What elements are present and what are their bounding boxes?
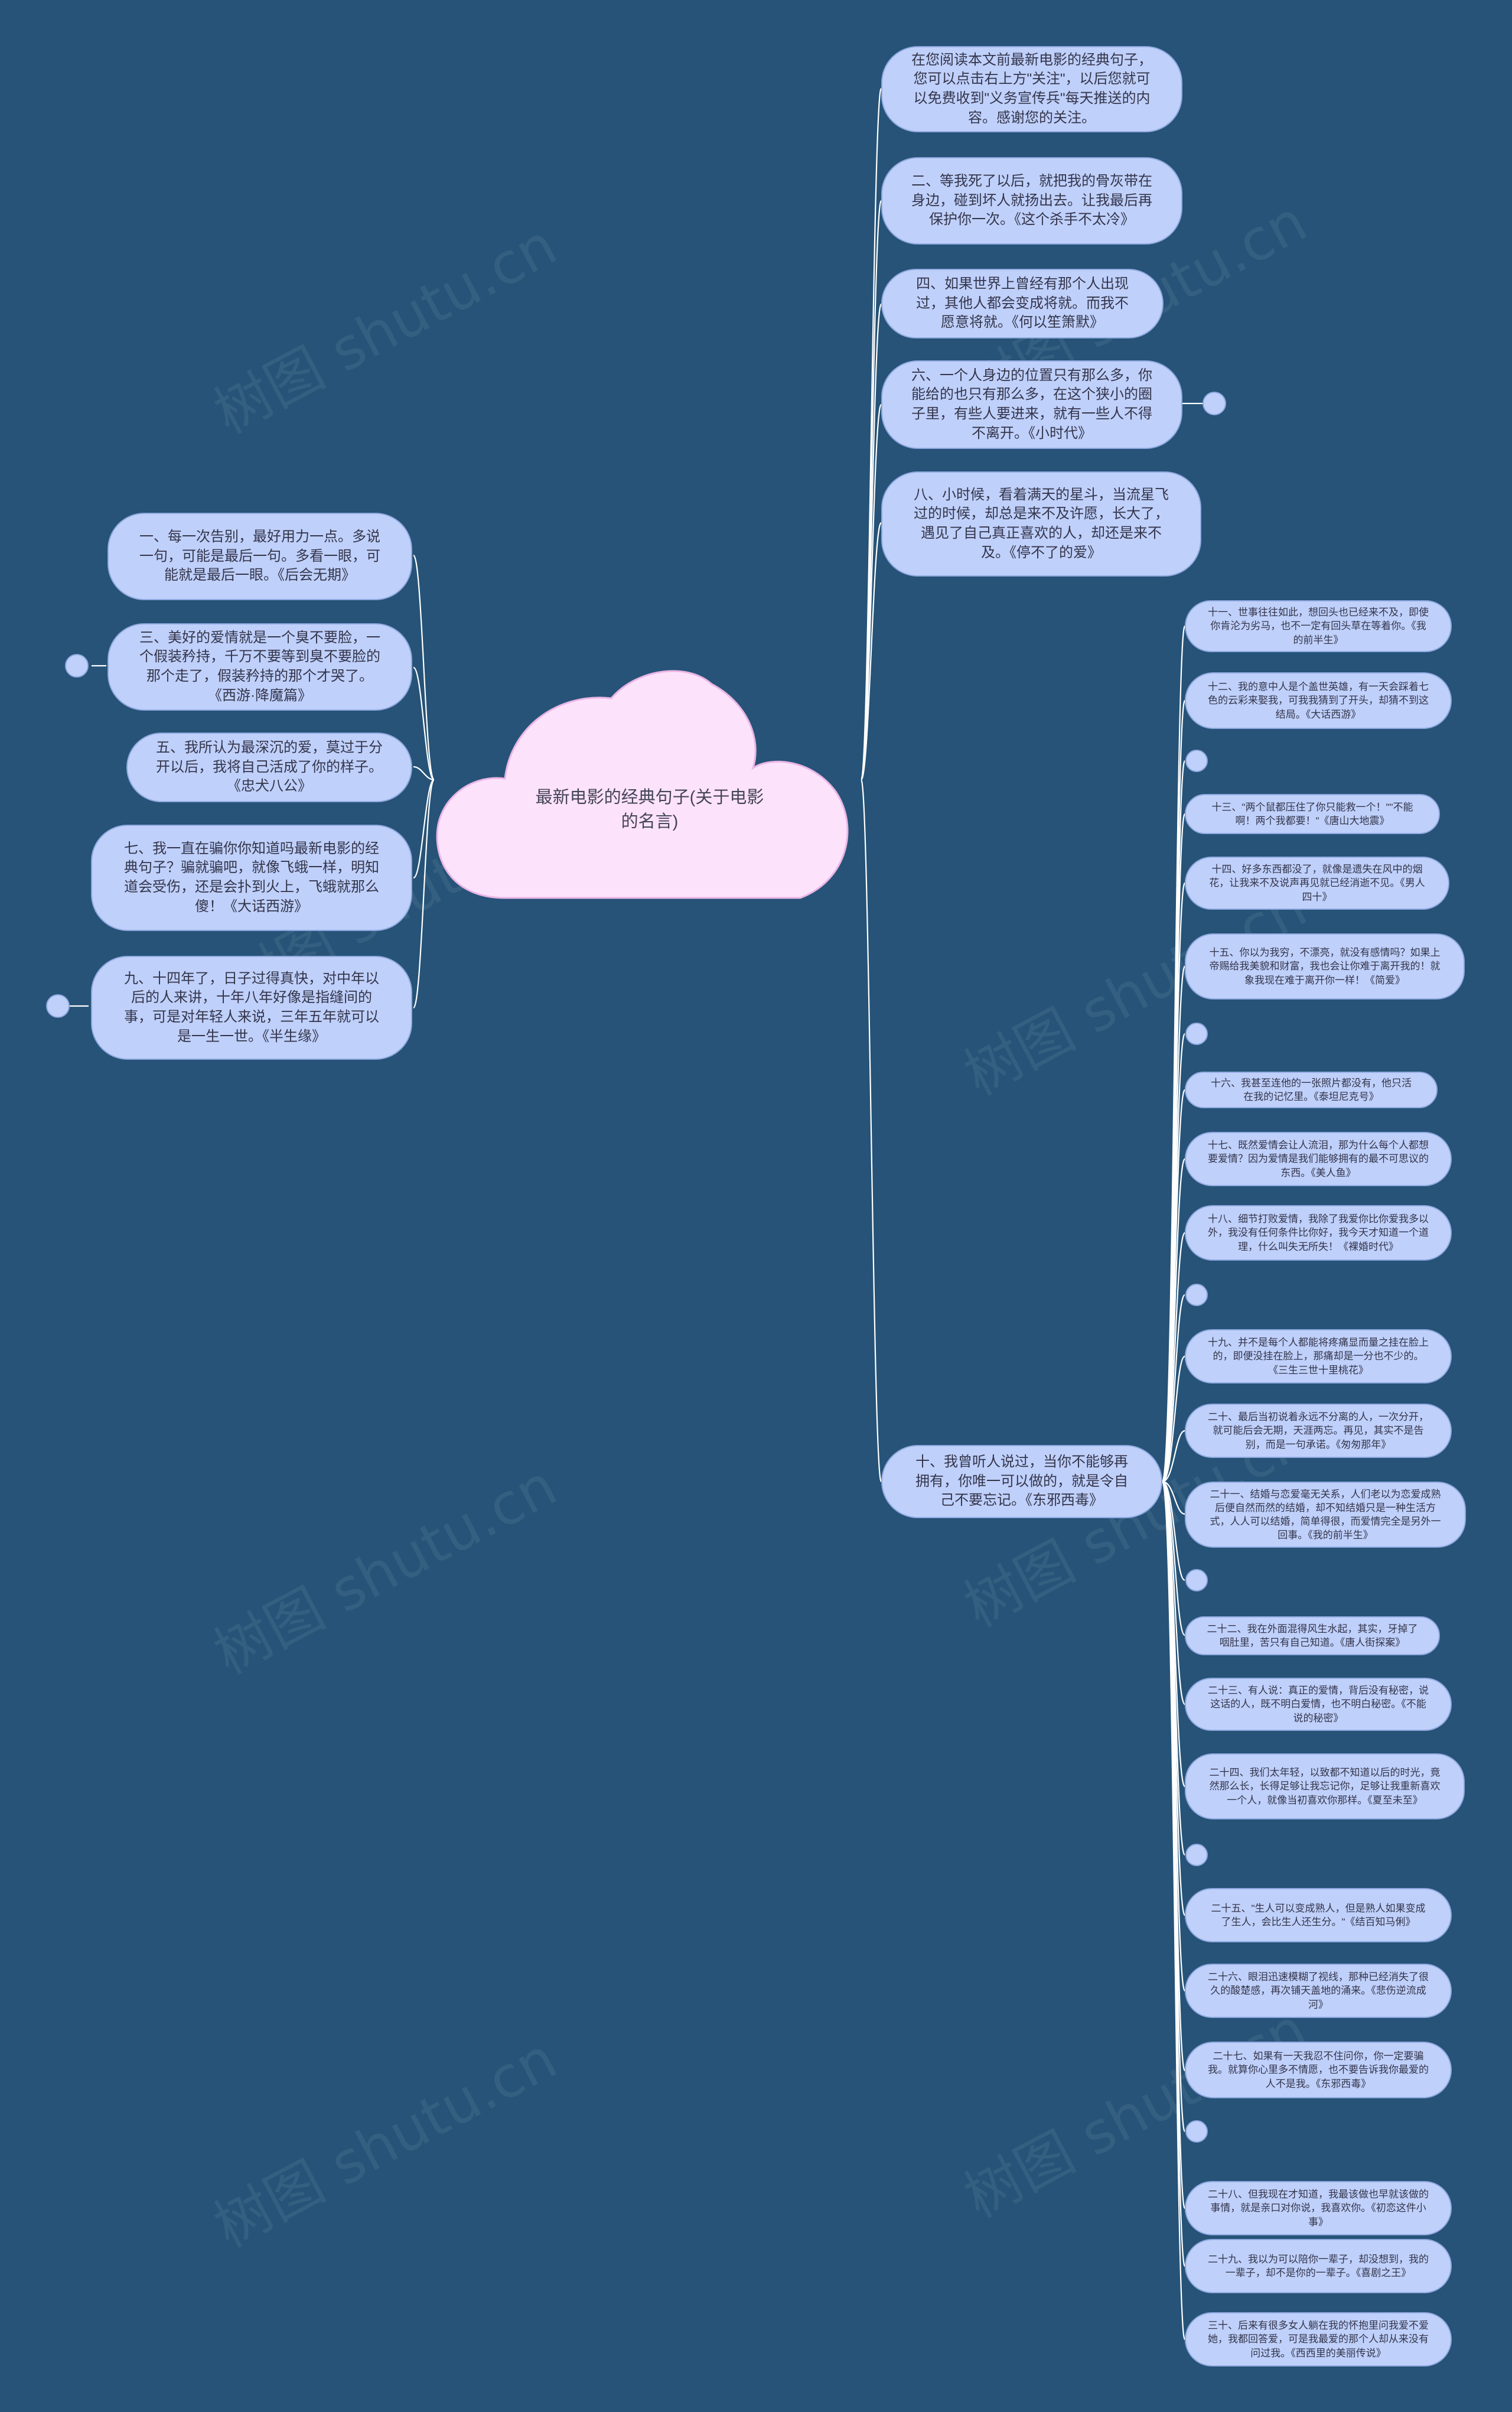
node-text: 十一、世事往往如此，想回头也已经来不及，即使你肯沦为劣马，也不一定有回头草在等着… bbox=[1208, 607, 1429, 646]
node-text: 八、小时候，看着满天的星斗，当流星飞过的时候，却总是来不及许愿，长大了，遇见了自… bbox=[914, 486, 1169, 561]
right-node-6-collapse-dot[interactable] bbox=[1203, 392, 1226, 415]
node-text: 二十七、如果有一天我忍不住问你，你一定要骗我。就算你心里多不情愿，也不要告诉我你… bbox=[1208, 2050, 1429, 2089]
sub-node-22[interactable]: 二十二、我在外面混得风生水起，其实，牙掉了咽肚里，苦只有自己知道。《唐人街探案》 bbox=[1185, 1616, 1440, 1655]
sub-node-21[interactable]: 二十一、结婚与恋爱毫无关系，人们老以为恋爱成熟后便自然而然的结婚，却不知结婚只是… bbox=[1185, 1482, 1466, 1548]
node-text: 五、我所认为最深沉的爱，莫过于分开以后，我将自己活成了你的样子。《忠犬八公》 bbox=[156, 740, 383, 795]
sub-node-23[interactable]: 二十三、有人说：真正的爱情，背后没有秘密，说这话的人，既不明白爱情，也不明白秘密… bbox=[1185, 1678, 1452, 1731]
node-text: 二十五、"生人可以变成熟人，但是熟人如果变成了生人，会比生人还生分。"《结百知马… bbox=[1211, 1902, 1426, 1928]
sub-node-18[interactable]: 十八、细节打败爱情，我除了我爱你比你爱我多以外，我没有任何条件比你好，我今天才知… bbox=[1185, 1205, 1452, 1261]
node-text: 三十、后来有很多女人躺在我的怀抱里问我爱不爱她，我都回答爱，可是我最爱的那个人却… bbox=[1208, 2320, 1429, 2359]
right-node-10-branch[interactable]: 十、我曾听人说过，当你不能够再拥有，你唯一可以做的，就是令自己不要忘记。《东邪西… bbox=[881, 1445, 1162, 1518]
left-node-3-collapse-dot[interactable] bbox=[65, 654, 89, 678]
collapse-dot[interactable] bbox=[1185, 750, 1208, 772]
collapse-dot[interactable] bbox=[1185, 1844, 1208, 1866]
sub-node-13[interactable]: 十三、"两个鼠都压住了你只能救一个！""不能啊！两个我都要！"《唐山大地震》 bbox=[1185, 794, 1440, 834]
sub-node-24[interactable]: 二十四、我们太年轻，以致都不知道以后的时光，竟然那么长，长得足够让我忘记你，足够… bbox=[1185, 1753, 1465, 1819]
node-text: 二十八、但我现在才知道，我最该做也早就该做的事情，就是亲口对你说，我喜欢你。《初… bbox=[1208, 2189, 1429, 2228]
sub-node-25[interactable]: 二十五、"生人可以变成熟人，但是熟人如果变成了生人，会比生人还生分。"《结百知马… bbox=[1185, 1888, 1452, 1942]
right-node-4[interactable]: 四、如果世界上曾经有那个人出现过，其他人都会变成将就。而我不愿意将就。《何以笙箫… bbox=[881, 269, 1164, 338]
node-text: 十五、你以为我穷，不漂亮，就没有感情吗？如果上帝赐给我美貌和财富，我也会让你难于… bbox=[1209, 947, 1441, 986]
right-node-8[interactable]: 八、小时候，看着满天的星斗，当流星飞过的时候，却总是来不及许愿，长大了，遇见了自… bbox=[881, 471, 1201, 577]
node-text: 六、一个人身边的位置只有那么多，你能给的也只有那么多，在这个狭小的圈子里，有些人… bbox=[911, 367, 1152, 441]
left-node-7[interactable]: 七、我一直在骗你你知道吗最新电影的经典句子？骗就骗吧，就像飞蛾一样，明知道会受伤… bbox=[91, 825, 412, 931]
node-text: 十九、并不是每个人都能将疼痛显而量之挂在脸上的，即便没挂在脸上，那痛却是一分也不… bbox=[1208, 1337, 1429, 1376]
node-text: 二十六、眼泪迅速模糊了视线，那种已经消失了很久的酸楚感，再次铺天盖地的涌来。《悲… bbox=[1208, 1971, 1429, 2010]
left-node-9[interactable]: 九、十四年了，日子过得真快，对中年以后的人来讲，十年八年好像是指缝间的事，可是对… bbox=[91, 956, 412, 1060]
sub-node-16[interactable]: 十六、我甚至连他的一张照片都没有，他只活在我的记忆里。《泰坦尼克号》 bbox=[1185, 1072, 1438, 1108]
node-text: 三、美好的爱情就是一个臭不要脸，一个假装矜持，千万不要等到臭不要脸的那个走了，假… bbox=[139, 629, 380, 704]
sub-node-14[interactable]: 十四、好多东西都没了，就像是遗失在风中的烟花，让我来不及说声再见就已经消逝不见。… bbox=[1185, 857, 1449, 910]
node-text: 九、十四年了，日子过得真快，对中年以后的人来讲，十年八年好像是指缝间的事，可是对… bbox=[124, 970, 379, 1044]
right-node-2[interactable]: 二、等我死了以后，就把我的骨灰带在身边，碰到坏人就扬出去。让我最后再保护你一次。… bbox=[881, 157, 1182, 245]
sub-node-12[interactable]: 十二、我的意中人是个盖世英雄，有一天会踩着七色的云彩来娶我，可我我猜到了开头，却… bbox=[1185, 672, 1452, 729]
left-node-5[interactable]: 五、我所认为最深沉的爱，莫过于分开以后，我将自己活成了你的样子。《忠犬八公》 bbox=[126, 733, 412, 802]
node-text: 二十四、我们太年轻，以致都不知道以后的时光，竟然那么长，长得足够让我忘记你，足够… bbox=[1209, 1767, 1441, 1806]
sub-node-15[interactable]: 十五、你以为我穷，不漂亮，就没有感情吗？如果上帝赐给我美貌和财富，我也会让你难于… bbox=[1185, 933, 1465, 1000]
node-text: 十六、我甚至连他的一张照片都没有，他只活在我的记忆里。《泰坦尼克号》 bbox=[1211, 1077, 1412, 1102]
sub-node-27[interactable]: 二十七、如果有一天我忍不住问你，你一定要骗我。就算你心里多不情愿，也不要告诉我你… bbox=[1185, 2042, 1452, 2098]
central-topic-title: 最新电影的经典句子(关于电影的名言) bbox=[535, 788, 764, 831]
right-node-6[interactable]: 六、一个人身边的位置只有那么多，你能给的也只有那么多，在这个狭小的圈子里，有些人… bbox=[881, 360, 1182, 449]
node-text: 二十九、我以为可以陪你一辈子，却没想到，我的一辈子，却不是你的一辈子。《喜剧之王… bbox=[1208, 2253, 1429, 2278]
sub-node-19[interactable]: 十九、并不是每个人都能将疼痛显而量之挂在脸上的，即便没挂在脸上，那痛却是一分也不… bbox=[1185, 1329, 1452, 1384]
sub-node-28[interactable]: 二十八、但我现在才知道，我最该做也早就该做的事情，就是亲口对你说，我喜欢你。《初… bbox=[1185, 2181, 1452, 2235]
node-text: 二十二、我在外面混得风生水起，其实，牙掉了咽肚里，苦只有自己知道。《唐人街探案》 bbox=[1207, 1623, 1418, 1648]
node-text: 七、我一直在骗你你知道吗最新电影的经典句子？骗就骗吧，就像飞蛾一样，明知道会受伤… bbox=[124, 840, 379, 914]
sub-node-11[interactable]: 十一、世事往往如此，想回头也已经来不及，即使你肯沦为劣马，也不一定有回头草在等着… bbox=[1185, 600, 1452, 652]
node-text: 在您阅读本文前最新电影的经典句子，您可以点击右上方"关注"，以后您就可以免费收到… bbox=[911, 51, 1152, 126]
node-text: 一、每一次告别，最好用力一点。多说一句，可能是最后一句。多看一眼，可能就是最后一… bbox=[139, 529, 380, 584]
collapse-dot[interactable] bbox=[1185, 1284, 1208, 1306]
sub-node-30[interactable]: 三十、后来有很多女人躺在我的怀抱里问我爱不爱她，我都回答爱，可是我最爱的那个人却… bbox=[1185, 2312, 1452, 2367]
collapse-dot[interactable] bbox=[1185, 1023, 1208, 1045]
left-node-3[interactable]: 三、美好的爱情就是一个臭不要脸，一个假装矜持，千万不要等到臭不要脸的那个走了，假… bbox=[107, 623, 412, 711]
node-text: 十八、细节打败爱情，我除了我爱你比你爱我多以外，我没有任何条件比你好，我今天才知… bbox=[1208, 1213, 1429, 1252]
sub-node-26[interactable]: 二十六、眼泪迅速模糊了视线，那种已经消失了很久的酸楚感，再次铺天盖地的涌来。《悲… bbox=[1185, 1964, 1452, 2018]
node-text: 十七、既然爱情会让人流泪，那为什么每个人都想要爱情？因为爱情是我们能够拥有的最不… bbox=[1208, 1140, 1429, 1179]
node-text: 十三、"两个鼠都压住了你只能救一个！""不能啊！两个我都要！"《唐山大地震》 bbox=[1211, 801, 1413, 826]
node-text: 四、如果世界上曾经有那个人出现过，其他人都会变成将就。而我不愿意将就。《何以笙箫… bbox=[916, 276, 1129, 331]
sub-node-20[interactable]: 二十、最后当初说着永远不分离的人，一次分开，就可能后会无期，天涯两忘。再见，其实… bbox=[1185, 1404, 1452, 1458]
collapse-dot[interactable] bbox=[1185, 2120, 1208, 2143]
node-text: 十二、我的意中人是个盖世英雄，有一天会踩着七色的云彩来娶我，可我我猜到了开头，却… bbox=[1208, 681, 1429, 720]
node-text: 二十一、结婚与恋爱毫无关系，人们老以为恋爱成熟后便自然而然的结婚，却不知结婚只是… bbox=[1210, 1488, 1441, 1541]
node-text: 二十三、有人说：真正的爱情，背后没有秘密，说这话的人，既不明白爱情，也不明白秘密… bbox=[1208, 1685, 1429, 1724]
node-text: 十四、好多东西都没了，就像是遗失在风中的烟花，让我来不及说声再见就已经消逝不见。… bbox=[1209, 864, 1425, 903]
sub-node-29[interactable]: 二十九、我以为可以陪你一辈子，却没想到，我的一辈子，却不是你的一辈子。《喜剧之王… bbox=[1185, 2239, 1452, 2293]
node-text: 二十、最后当初说着永远不分离的人，一次分开，就可能后会无期，天涯两忘。再见，其实… bbox=[1208, 1411, 1429, 1450]
sub-node-17[interactable]: 十七、既然爱情会让人流泪，那为什么每个人都想要爱情？因为爱情是我们能够拥有的最不… bbox=[1185, 1132, 1452, 1186]
collapse-dot[interactable] bbox=[1185, 1569, 1208, 1591]
node-text: 二、等我死了以后，就把我的骨灰带在身边，碰到坏人就扬出去。让我最后再保护你一次。… bbox=[911, 173, 1152, 228]
central-topic-cloud[interactable] bbox=[434, 656, 859, 904]
left-node-9-collapse-dot[interactable] bbox=[46, 994, 70, 1018]
node-text: 十、我曾听人说过，当你不能够再拥有，你唯一可以做的，就是令自己不要忘记。《东邪西… bbox=[915, 1454, 1128, 1509]
left-node-1[interactable]: 一、每一次告别，最好用力一点。多说一句，可能是最后一句。多看一眼，可能就是最后一… bbox=[107, 513, 412, 600]
right-node-intro[interactable]: 在您阅读本文前最新电影的经典句子，您可以点击右上方"关注"，以后您就可以免费收到… bbox=[881, 46, 1182, 132]
